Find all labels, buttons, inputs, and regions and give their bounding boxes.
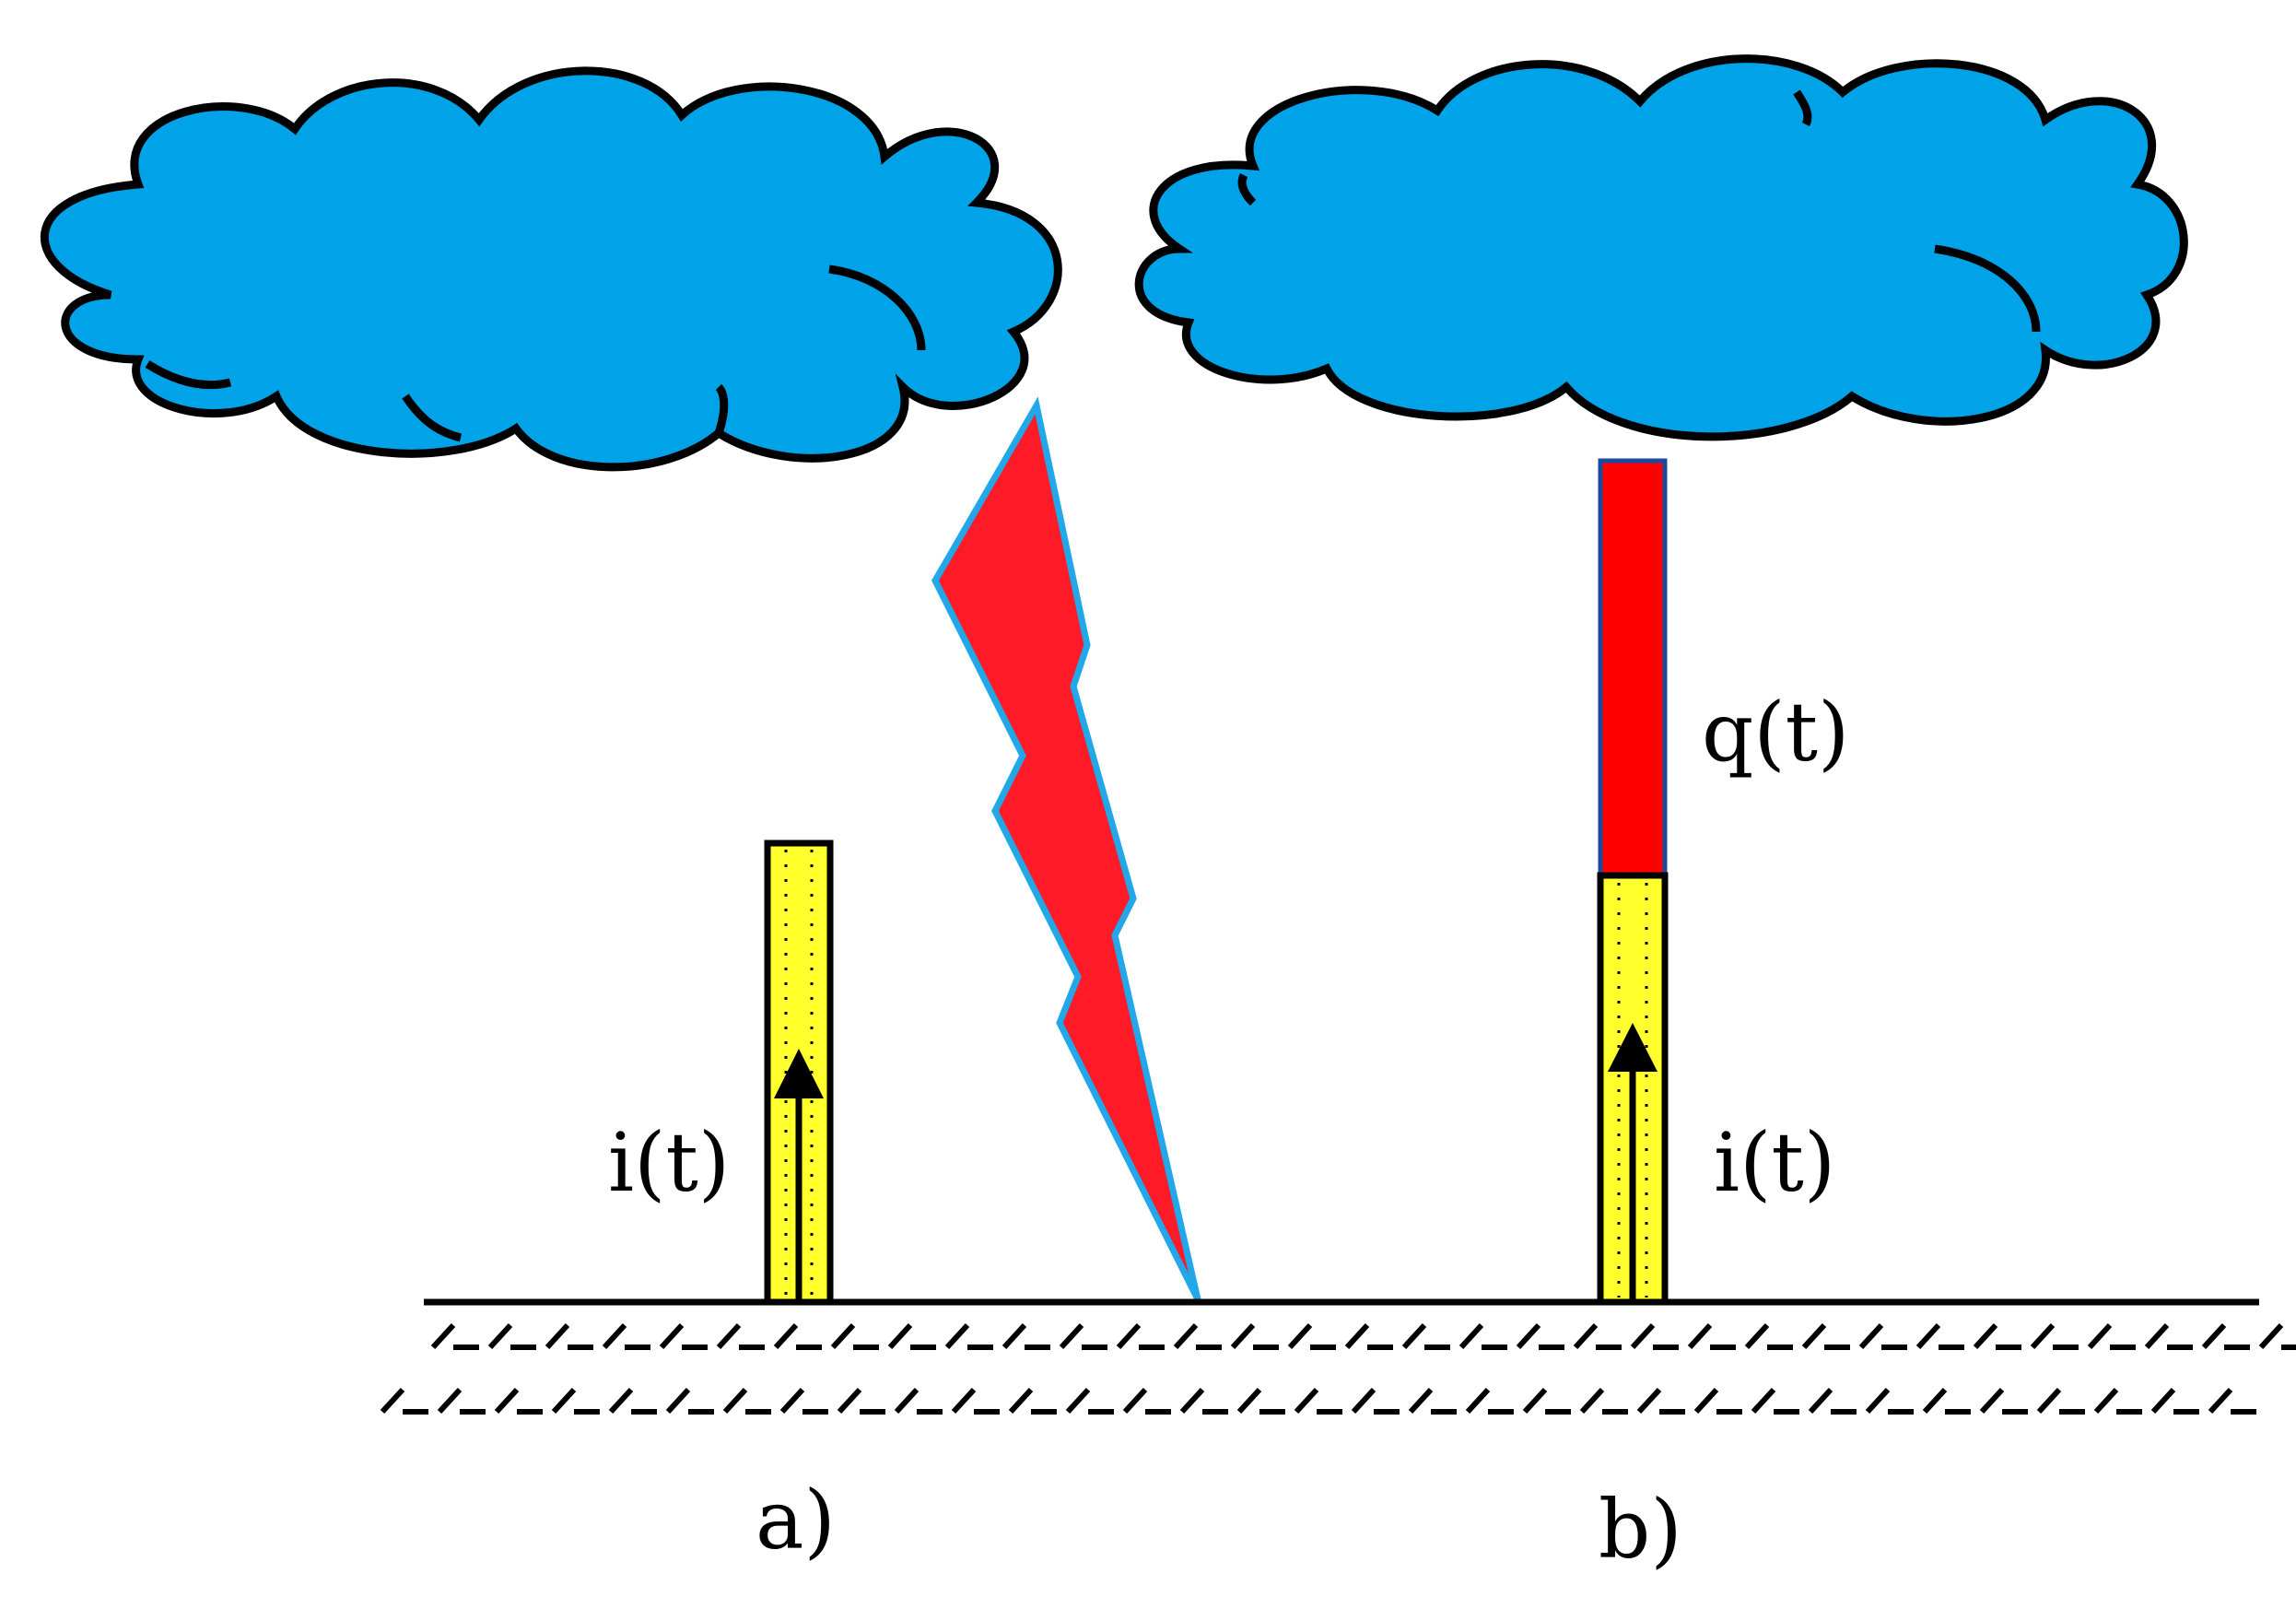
ground-hatch-mark: [1230, 1322, 1256, 1350]
charge-label-b: q(t): [1702, 685, 1849, 780]
ground-hatch-mark: [944, 1322, 970, 1350]
ground-hatch-mark: [773, 1322, 799, 1350]
ground-hatch-mark: [487, 1322, 513, 1350]
ground-hatch-mark: [1002, 1322, 1027, 1350]
ground-hatch-mark: [1979, 1387, 2005, 1415]
ground-hatch-mark: [1687, 1322, 1713, 1350]
current-label-a: i(t): [608, 1115, 730, 1210]
ground-hatch-mark: [545, 1322, 570, 1350]
ground-hatch-mark: [551, 1387, 577, 1415]
ground-hatch-mark: [1287, 1322, 1313, 1350]
ground-hatch-mark: [1922, 1387, 1948, 1415]
current-label-b: i(t): [1714, 1115, 1835, 1210]
ground-hatch-mark: [1408, 1387, 1434, 1415]
ground-hatch-mark: [830, 1322, 856, 1350]
ground-hatch-mark: [887, 1322, 913, 1350]
ground-hatch-mark: [1858, 1322, 1884, 1350]
charge-channel: [1598, 458, 1668, 878]
ground-hatch-mark: [2144, 1322, 2170, 1350]
ground-hatch-mark: [1573, 1322, 1599, 1350]
cloud-right: [1134, 54, 2188, 441]
ground-hatch-mark: [837, 1387, 862, 1415]
cloud-left: [41, 66, 1062, 472]
ground-hatch-mark: [2208, 1387, 2233, 1415]
ground-hatch-mark: [380, 1387, 405, 1415]
ground-hatch-mark: [1522, 1387, 1548, 1415]
ground-hatch-mark: [1173, 1322, 1199, 1350]
ground-hatch-mark: [1973, 1322, 1998, 1350]
ground-hatch-mark: [1344, 1322, 1370, 1350]
ground-hatch-mark: [1179, 1387, 1205, 1415]
ground-hatch-mark: [1351, 1387, 1376, 1415]
ground-hatch-mark: [894, 1387, 920, 1415]
ground-hatch-mark: [1465, 1387, 1491, 1415]
ground-hatch-mark: [1008, 1387, 1034, 1415]
ground-hatch-mark: [494, 1387, 520, 1415]
cloud-icon: [41, 66, 1062, 472]
ground-hatch: [380, 1322, 2296, 1415]
cloud-icon: [1134, 54, 2188, 441]
ground-hatch-mark: [2036, 1387, 2062, 1415]
ground-hatch-mark: [437, 1387, 463, 1415]
ground-hatch-mark: [1636, 1387, 1662, 1415]
ground-hatch-mark: [1122, 1387, 1148, 1415]
ground-hatch-mark: [665, 1387, 691, 1415]
ground-hatch-mark: [1915, 1322, 1941, 1350]
ground-hatch-mark: [1693, 1387, 1719, 1415]
tower-a: [764, 840, 834, 1306]
ground-hatch-mark: [1808, 1387, 1833, 1415]
ground-hatch-mark: [602, 1322, 627, 1350]
panel-label-b: b): [1599, 1482, 1682, 1577]
ground-hatch-mark: [1065, 1387, 1091, 1415]
lightning-bolt-icon: [931, 396, 1201, 1301]
ground-hatch-mark: [430, 1322, 456, 1350]
ground-hatch-mark: [779, 1387, 805, 1415]
ground-hatch-mark: [659, 1322, 685, 1350]
arrowhead-b-icon: [1608, 1023, 1658, 1072]
ground-hatch-mark: [1579, 1387, 1605, 1415]
ground-hatch-mark: [2201, 1322, 2227, 1350]
ground-hatch-mark: [2150, 1387, 2176, 1415]
ground-hatch-mark: [1516, 1322, 1541, 1350]
ground-hatch-mark: [1458, 1322, 1484, 1350]
arrowhead-a-icon: [774, 1049, 824, 1098]
ground-hatch-mark: [1744, 1322, 1770, 1350]
ground-hatch-mark: [716, 1322, 742, 1350]
ground-hatch-mark: [2087, 1322, 2113, 1350]
ground-hatch-mark: [1236, 1387, 1262, 1415]
ground-hatch-mark: [2093, 1387, 2119, 1415]
ground-hatch-mark: [2030, 1322, 2056, 1350]
ground-hatch-mark: [722, 1387, 748, 1415]
ground-hatch-mark: [1116, 1322, 1142, 1350]
ground-hatch-mark: [2258, 1322, 2284, 1350]
ground-hatch-mark: [1751, 1387, 1776, 1415]
ground-hatch-mark: [1401, 1322, 1427, 1350]
ground-hatch-mark: [1294, 1387, 1319, 1415]
ground-hatch-mark: [1059, 1322, 1084, 1350]
ground-hatch-mark: [608, 1387, 634, 1415]
ground-hatch-mark: [1865, 1387, 1891, 1415]
ground-hatch-mark: [1801, 1322, 1827, 1350]
tower-b: [1597, 458, 1669, 1306]
panel-label-a: a): [756, 1473, 836, 1568]
ground-hatch-mark: [1630, 1322, 1656, 1350]
ground-hatch-mark: [951, 1387, 977, 1415]
